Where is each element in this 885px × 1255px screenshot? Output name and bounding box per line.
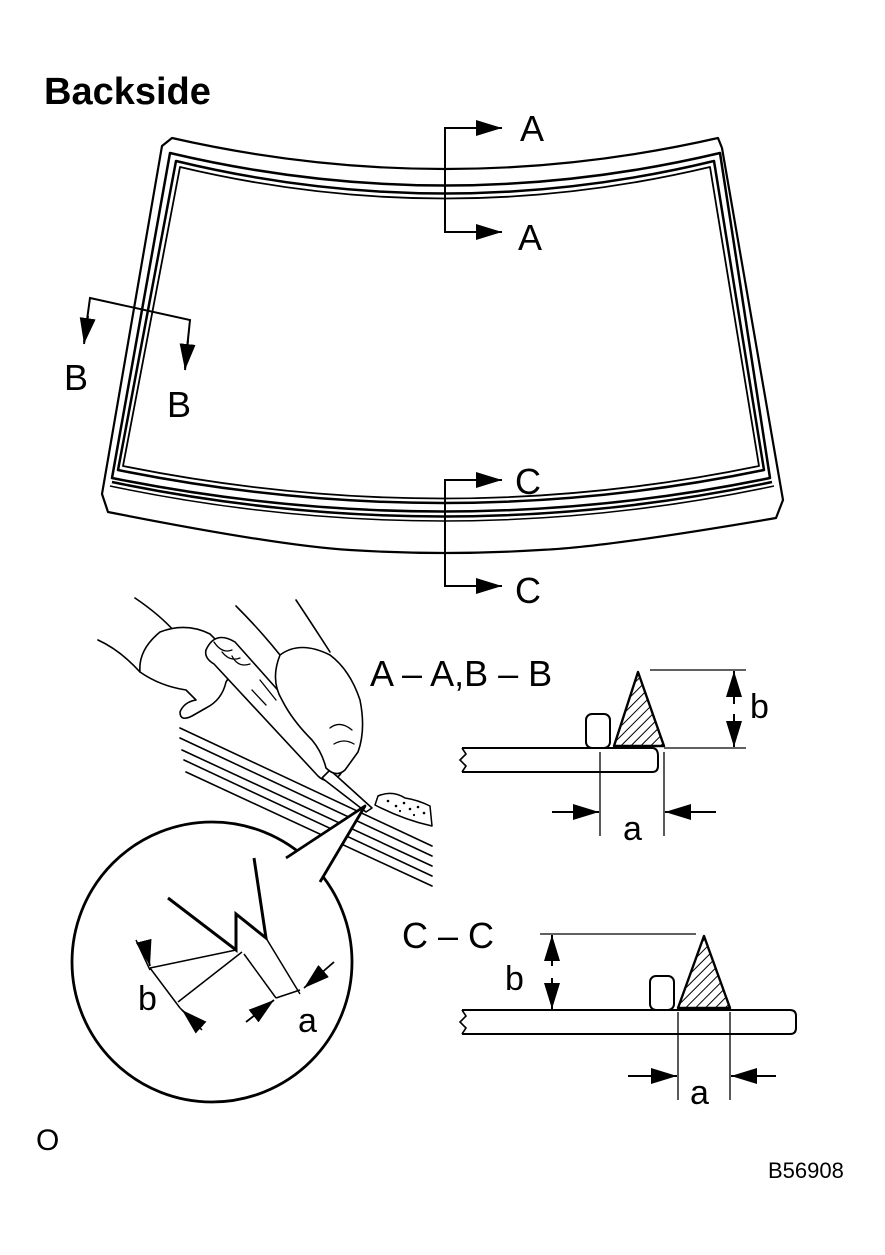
windshield-molding-inner	[116, 159, 766, 505]
sealant-gun-nozzle	[321, 769, 373, 813]
section-ab-glass	[462, 747, 659, 773]
section-marker-a-top: A	[520, 108, 544, 149]
figure-code: B56908	[768, 1158, 844, 1183]
glass-panel-layers	[179, 727, 433, 887]
sealant-gun-illustration	[97, 597, 433, 887]
section-marker-b-right: B	[167, 384, 191, 425]
section-marker-c-bottom: C	[515, 570, 541, 611]
section-ab-height-label: b	[750, 688, 769, 726]
nozzle-width-label: a	[298, 1002, 317, 1040]
section-ab-dam	[585, 713, 611, 749]
right-arm	[235, 599, 331, 656]
section-cc-title: C – C	[402, 915, 494, 956]
windshield-bottom-band	[111, 480, 773, 518]
bead-zigzag-profile	[167, 857, 269, 954]
windshield-molding-outer	[110, 151, 772, 513]
page-title: Backside	[44, 71, 211, 113]
section-cut-b	[79, 296, 196, 371]
windshield-outline	[100, 136, 785, 555]
section-cut-c	[444, 472, 502, 594]
section-cc-glass	[462, 1009, 797, 1035]
section-ab-width-label: a	[623, 810, 642, 848]
corner-mark: O	[36, 1124, 59, 1157]
sealant-bead	[374, 792, 433, 827]
section-cc-height-label: b	[505, 960, 524, 998]
nozzle-height-label: b	[138, 980, 157, 1018]
section-cc-dam	[649, 975, 675, 1011]
section-ab-detail	[458, 669, 746, 836]
section-marker-a-bottom: A	[518, 217, 542, 258]
section-cc-width-label: a	[690, 1074, 709, 1112]
section-ab-adhesive	[612, 670, 666, 748]
magnified-detail-bubble	[70, 804, 367, 1104]
windshield-glass-edge	[122, 166, 760, 500]
right-hand	[274, 646, 364, 775]
section-marker-c-top: C	[515, 461, 541, 502]
section-marker-b-left: B	[64, 357, 88, 398]
section-cc-adhesive	[676, 934, 732, 1010]
section-cc-detail	[458, 933, 797, 1100]
section-ab-title: A – A,B – B	[370, 653, 552, 694]
windshield-outer-edge	[100, 136, 785, 555]
section-cut-a	[444, 120, 502, 240]
